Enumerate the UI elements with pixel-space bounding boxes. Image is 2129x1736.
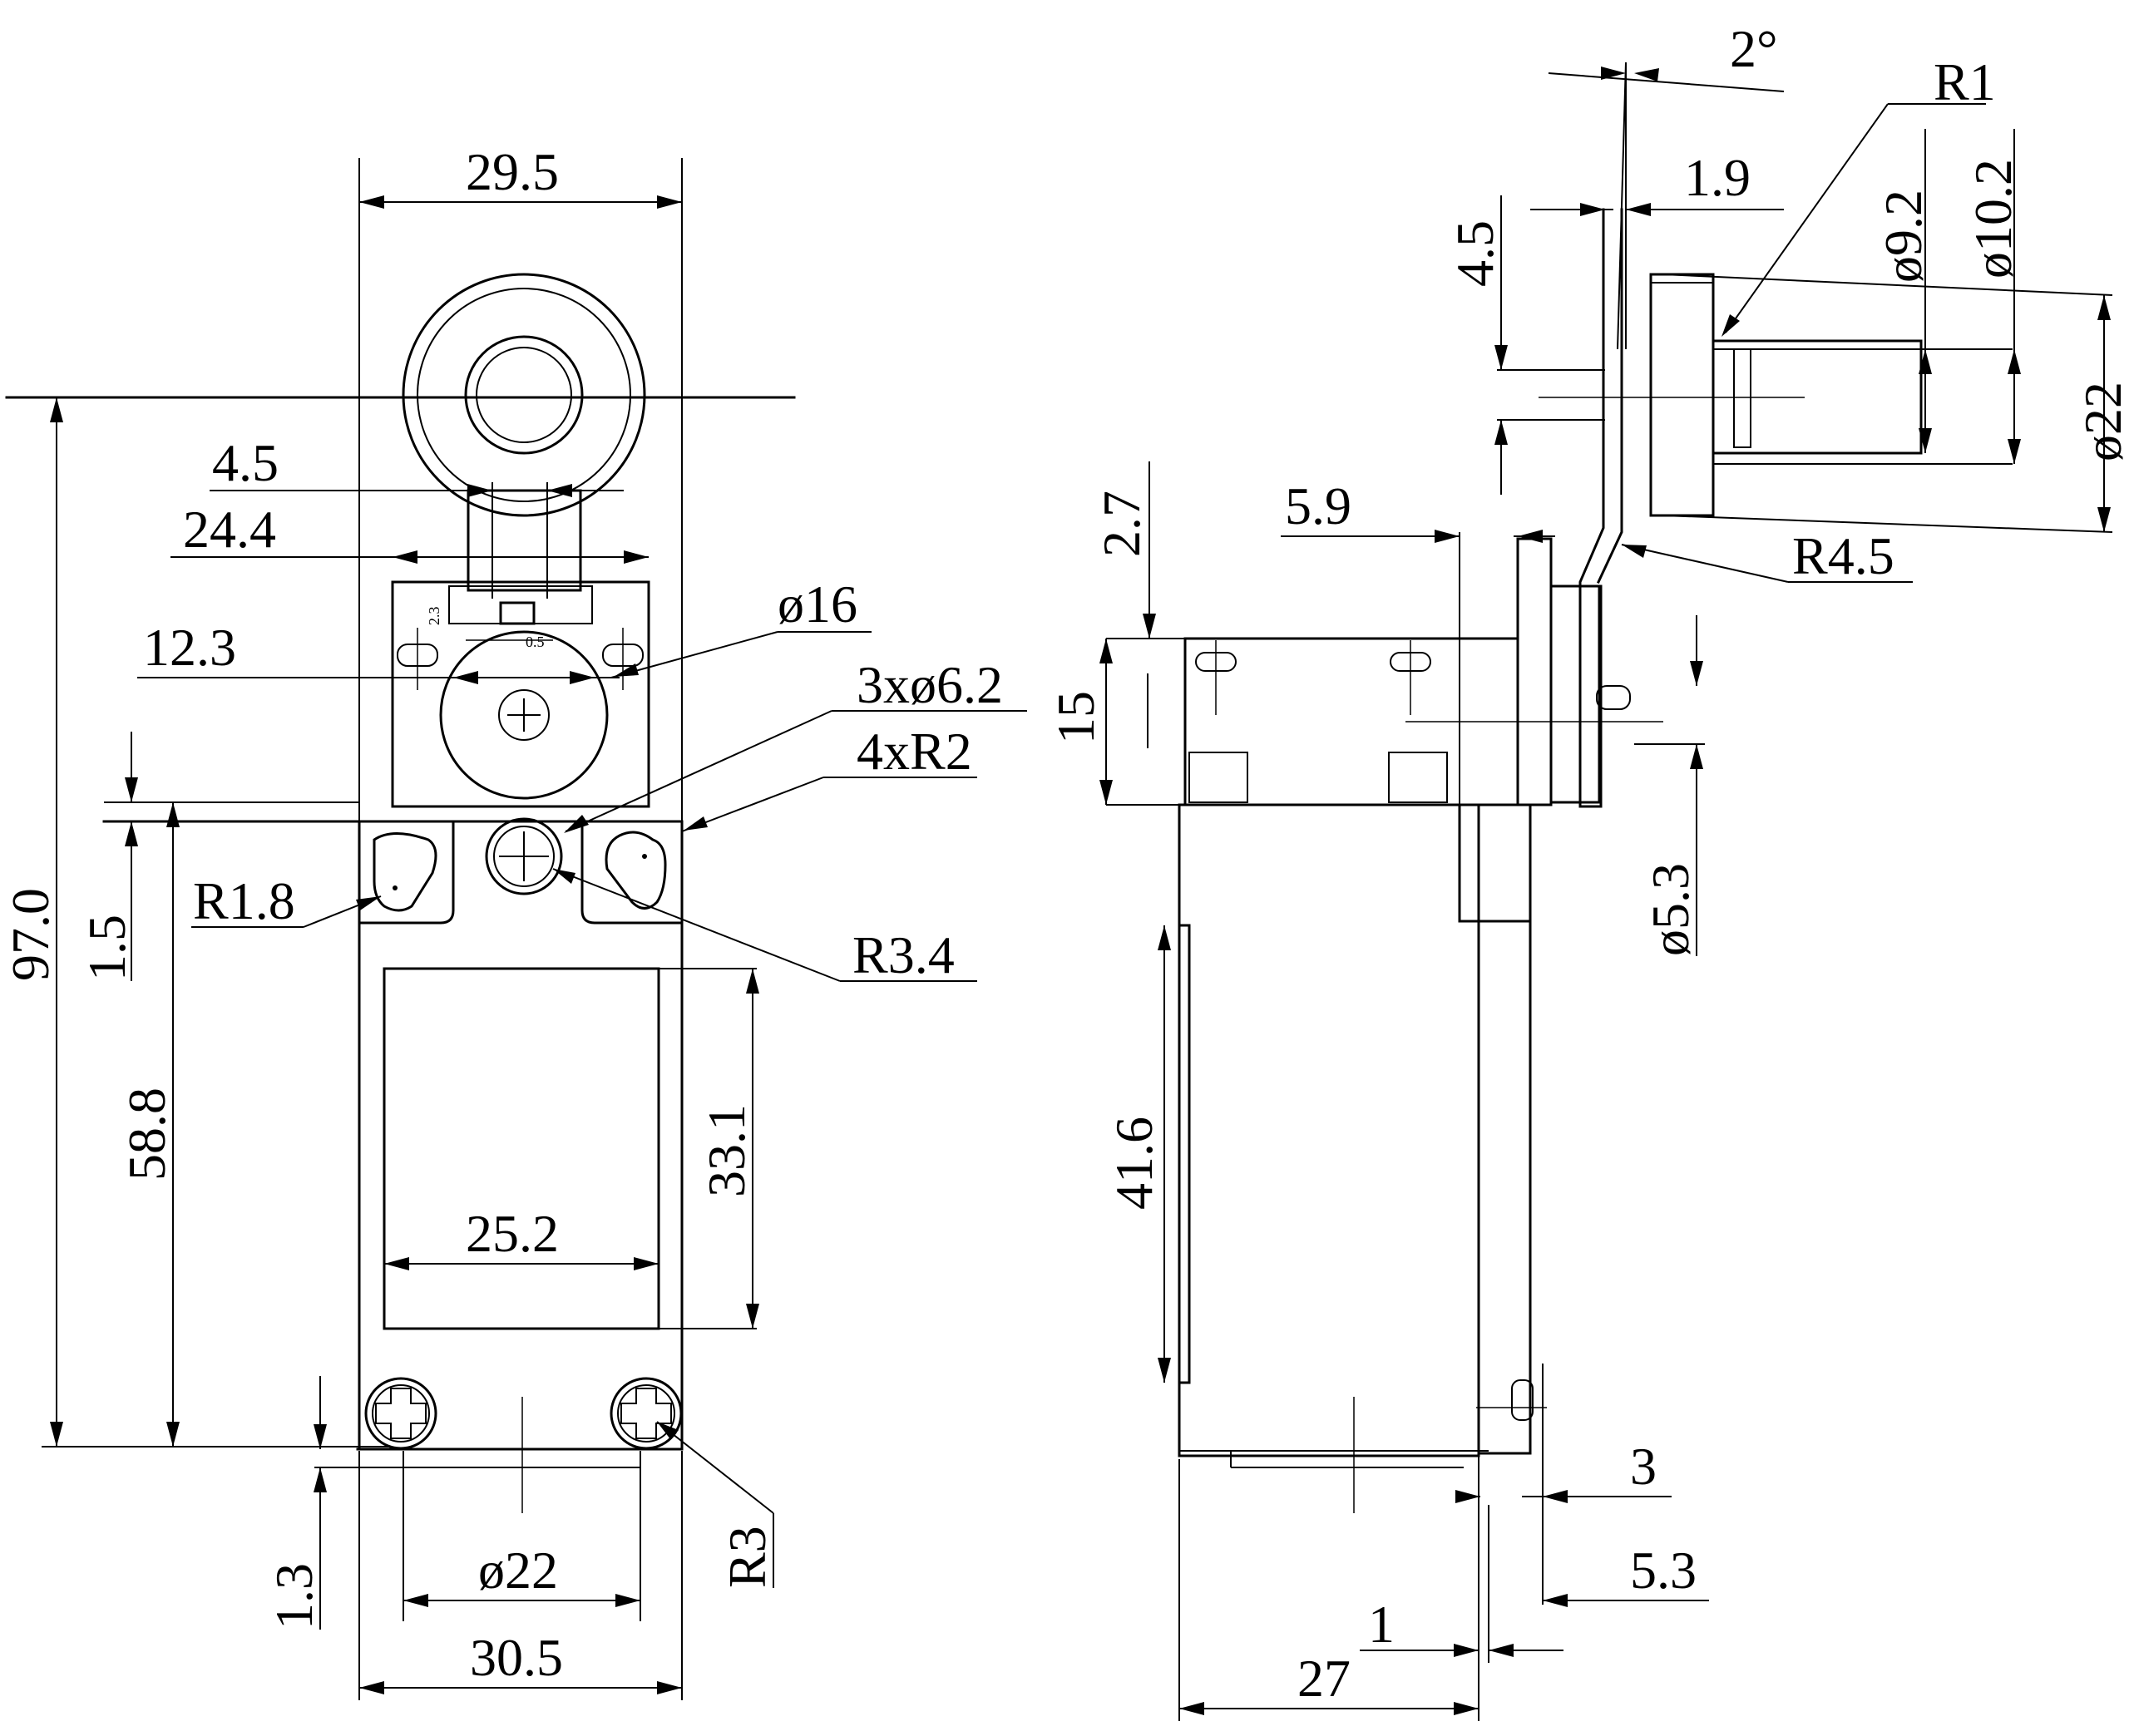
dim-lid-depth: 5.3 [1630,1541,1697,1600]
dim-bend-radius: R4.5 [1792,526,1894,585]
dim-screw-radius: R3 [718,1526,777,1588]
dim-window-width: 25.2 [466,1204,559,1263]
dim-body-height: 58.8 [117,1087,176,1181]
dim-tab-height: 1.5 [77,915,136,981]
dim-roller-radius: R1 [1934,52,1996,111]
dim-head-offset: 2.7 [1092,491,1151,557]
dim-roller-dia-side: ø22 [2073,382,2129,461]
dim-base-dia: ø22 [478,1541,558,1600]
dim-shaft-dia: ø5.3 [1641,863,1700,956]
dim-slot-width: 4.5 [212,433,279,492]
dim-total-height: 97.0 [1,888,60,981]
detail-small-1: 2.3 [426,607,442,626]
dim-depth: 27 [1297,1649,1351,1708]
dim-wall: 1 [1368,1595,1395,1654]
dim-hub-offset: 12.3 [143,618,236,677]
dim-lid-offset: 3 [1630,1437,1657,1496]
dim-roller-inner-dia: ø9.2 [1874,190,1933,283]
dim-base-offset: 1.3 [264,1563,324,1630]
dim-base-width: 30.5 [470,1628,563,1687]
dim-arm-offset: 4.5 [1445,220,1504,287]
dim-screw-holes: 3xø6.2 [857,655,1003,714]
dim-slot-radius: R1.8 [193,871,295,930]
dim-roller-outer-dia: ø10.2 [1964,159,2023,279]
dim-angle: 2° [1730,19,1778,78]
front-view: 29.5 4.5 24.4 2.3 0.5 [1,142,1027,1700]
dim-corner-radius: 4xR2 [857,722,972,781]
dim-arm-thickness: 1.9 [1684,148,1751,207]
side-view: 2° R1 1.9 ø9.2 ø10.2 [1046,19,2129,1721]
dim-roller-dia: ø16 [778,575,857,634]
dim-width-top: 29.5 [466,142,559,201]
dim-head-height: 15 [1046,691,1105,744]
dim-bracket-width: 24.4 [183,500,276,559]
detail-small-2: 0.5 [526,634,545,650]
dim-head-depth: 5.9 [1285,476,1351,535]
dim-hub-radius: R3.4 [852,925,955,984]
dim-window-height: 33.1 [697,1104,756,1197]
dim-body-height-side: 41.6 [1104,1117,1163,1210]
